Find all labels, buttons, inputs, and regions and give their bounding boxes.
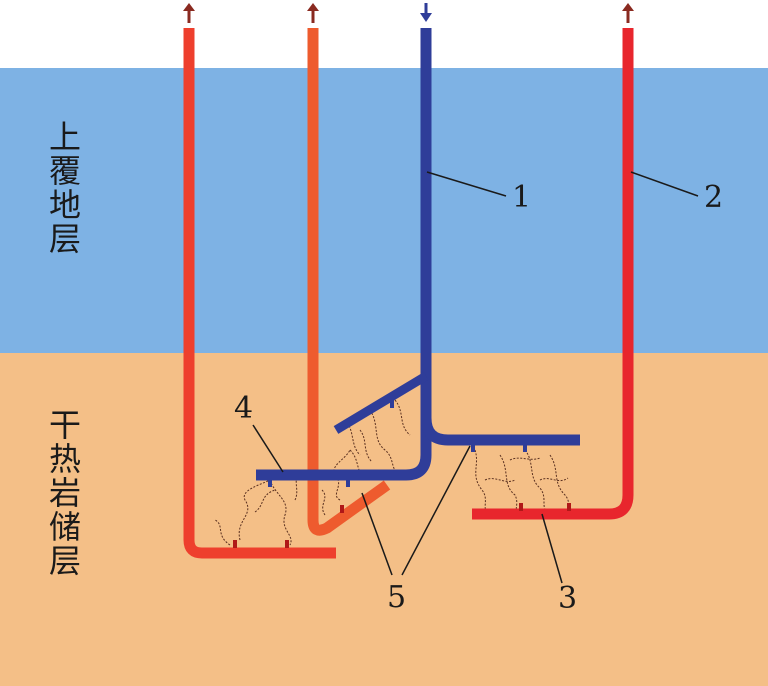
fracture-line [509, 457, 541, 461]
callout-4: 4 [234, 391, 253, 426]
overburden-label: 上覆地层 [44, 120, 82, 256]
callout-1: 1 [512, 180, 531, 215]
leader-line-5b [401, 445, 471, 576]
fracture-line [369, 409, 401, 476]
production-well-left [183, 28, 336, 559]
fracture-line [238, 479, 271, 541]
perforation-mark [390, 400, 394, 408]
overburden-layer [0, 68, 768, 353]
perforation-mark [233, 540, 237, 548]
perforation-mark [519, 503, 523, 511]
perforation-mark [471, 444, 475, 452]
injection-branch-right [420, 417, 580, 446]
production-well-right [472, 28, 634, 520]
leader-line-3 [541, 513, 563, 584]
callout-2: 2 [704, 180, 723, 215]
leader-lines [252, 171, 699, 584]
fracture-line [484, 478, 516, 482]
reservoir-label: 干热岩储层 [44, 408, 82, 578]
fracture-line [269, 479, 292, 546]
perforation-mark [346, 479, 350, 487]
callout-3: 3 [558, 581, 577, 616]
fracture-line [254, 489, 276, 513]
fracture-line [549, 454, 571, 516]
perforation-mark [567, 503, 571, 511]
perforation-mark [268, 479, 272, 487]
down-arrow-icon [420, 3, 432, 22]
up-arrow-icon [183, 3, 195, 23]
production-well-middle [307, 28, 391, 536]
sky-band [0, 0, 768, 68]
fracture-line [214, 519, 231, 546]
perforation-mark [523, 444, 527, 452]
fracture-line [539, 477, 569, 482]
fracture-line [359, 429, 373, 463]
leader-line-4 [252, 424, 284, 473]
reservoir-layer [0, 353, 768, 686]
callout-5: 5 [387, 580, 406, 615]
fracture-line [394, 399, 411, 436]
perforation-points [233, 400, 571, 548]
perforation-mark [340, 505, 344, 513]
leader-line-5a [361, 492, 393, 576]
leader-line-2 [630, 171, 699, 197]
perforation-mark [285, 540, 289, 548]
leader-line-1 [426, 171, 507, 197]
up-arrow-icon [307, 3, 319, 23]
fracture-line [474, 449, 491, 516]
injection-branch-upper [333, 372, 429, 434]
fracture-line [344, 419, 361, 456]
injection-well [256, 28, 432, 481]
up-arrow-icon [622, 3, 634, 23]
fracture-line [333, 449, 351, 501]
